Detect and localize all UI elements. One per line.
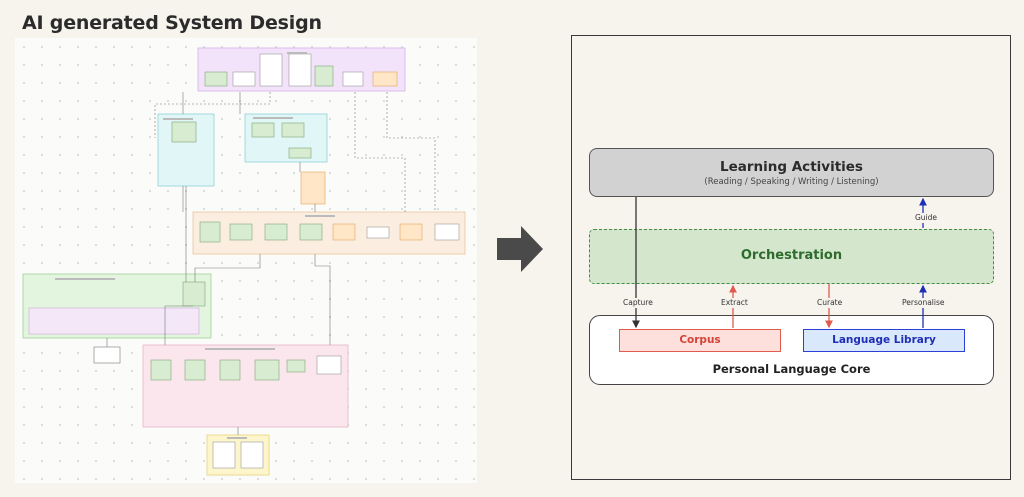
personal-language-core-title: Personal Language Core [712, 362, 871, 376]
orchestration-box: Orchestration [589, 229, 994, 284]
ai-diagram-shapes [22, 47, 466, 476]
ai-generated-diagram-thumbnail [15, 38, 477, 483]
learning-activities-subtitle: (Reading / Speaking / Writing / Listenin… [704, 177, 879, 187]
language-library-box: Language Library [803, 329, 965, 352]
capture-label: Capture [621, 298, 655, 308]
page-title: AI generated System Design [22, 12, 322, 34]
guide-label: Guide [913, 213, 940, 223]
learning-activities-box: Learning Activities (Reading / Speaking … [589, 148, 994, 197]
learning-activities-title: Learning Activities [720, 159, 863, 175]
right-arrow-icon [497, 226, 543, 272]
personalise-label: Personalise [900, 298, 947, 308]
corpus-box: Corpus [619, 329, 781, 352]
orchestration-title: Orchestration [740, 248, 843, 263]
extract-label: Extract [719, 298, 750, 308]
curate-label: Curate [815, 298, 845, 308]
